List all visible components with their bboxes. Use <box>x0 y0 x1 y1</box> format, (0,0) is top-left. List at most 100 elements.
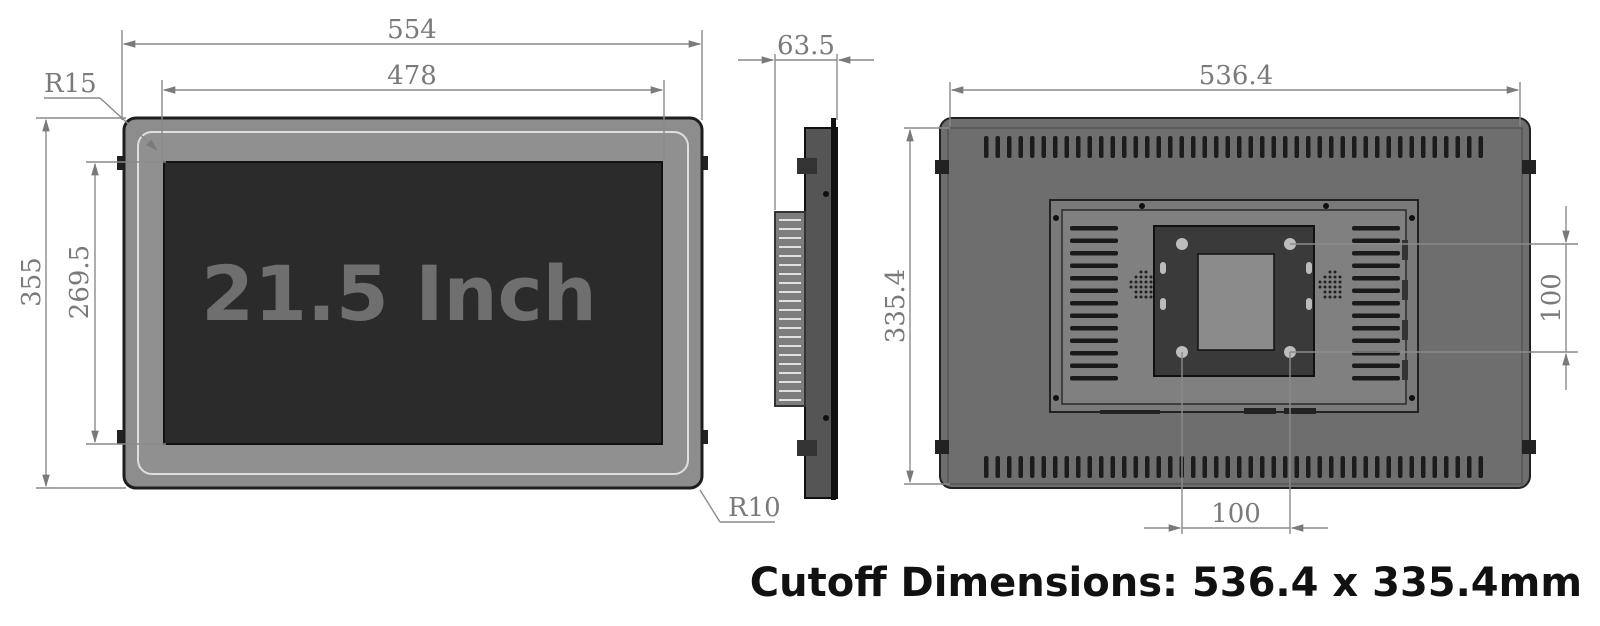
vent-slot <box>1260 456 1265 478</box>
vent-slot <box>995 456 1000 478</box>
vent-slot <box>1202 456 1207 478</box>
vent-slot <box>1041 456 1046 478</box>
vent-slot <box>1156 136 1161 158</box>
vent-slot <box>1467 456 1472 478</box>
vent-slot <box>1110 456 1115 478</box>
dim-radius-top: R15 <box>44 69 97 99</box>
speaker-hole <box>1328 295 1332 299</box>
vent-slot <box>1329 456 1334 478</box>
vent-slot <box>1122 136 1127 158</box>
vent-slot <box>1064 136 1069 158</box>
speaker-hole <box>1328 280 1332 284</box>
speaker-hole <box>1333 275 1337 279</box>
vent-slot <box>1283 136 1288 158</box>
box-slot <box>1352 288 1400 293</box>
vent-slot <box>1363 456 1368 478</box>
speaker-hole <box>1338 285 1342 289</box>
box-slot <box>1352 238 1400 243</box>
vent-slot <box>1225 136 1230 158</box>
speaker-hole <box>1333 270 1337 274</box>
box-slot <box>1070 376 1118 381</box>
dim-radius-bottom: R10 <box>728 493 781 523</box>
dim-width-screen: 478 <box>387 61 437 91</box>
vent-slot <box>1248 136 1253 158</box>
rear-vents-top <box>984 136 1483 158</box>
vent-slot <box>984 456 989 478</box>
box-slot <box>1070 276 1118 281</box>
speaker-hole <box>1139 275 1143 279</box>
speaker-hole <box>1328 285 1332 289</box>
speaker-hole <box>1134 275 1138 279</box>
vent-slot <box>1386 456 1391 478</box>
box-slot <box>1352 363 1400 368</box>
vent-slot <box>1421 136 1426 158</box>
vent-slot <box>1179 136 1184 158</box>
vent-slot <box>995 136 1000 158</box>
speaker-hole <box>1333 280 1337 284</box>
front-bracket-bl <box>117 430 125 444</box>
vent-slot <box>1306 136 1311 158</box>
speaker-hole <box>1139 280 1143 284</box>
vent-slot <box>1145 456 1150 478</box>
side-view <box>774 118 838 500</box>
speaker-hole <box>1328 275 1332 279</box>
vent-slot <box>1168 456 1173 478</box>
speaker-hole <box>1134 285 1138 289</box>
box-slot <box>1070 226 1118 231</box>
box-slot <box>1352 301 1400 306</box>
speaker-hole <box>1149 290 1153 294</box>
vent-slot <box>1156 456 1161 478</box>
vent-slot <box>1087 456 1092 478</box>
vent-slot <box>1363 136 1368 158</box>
speaker-hole <box>1323 295 1327 299</box>
dim-width-outer: 554 <box>387 15 437 45</box>
vent-slot <box>1294 456 1299 478</box>
speaker-hole <box>1144 285 1148 289</box>
speaker-hole <box>1139 270 1143 274</box>
vent-slot <box>1478 136 1483 158</box>
vent-slot <box>1007 456 1012 478</box>
box-slot <box>1070 288 1118 293</box>
vent-slot <box>1375 456 1380 478</box>
vent-slot <box>1007 136 1012 158</box>
cutoff-dimensions-text: Cutoff Dimensions: 536.4 x 335.4mm <box>750 560 1582 606</box>
speaker-hole <box>1323 280 1327 284</box>
vent-slot <box>1432 136 1437 158</box>
dim-depth: 63.5 <box>777 31 835 61</box>
front-screen <box>163 161 663 445</box>
box-slot <box>1352 276 1400 281</box>
vent-slot <box>1237 136 1242 158</box>
vent-slot <box>1283 456 1288 478</box>
vent-slot <box>984 136 989 158</box>
speaker-hole <box>1139 285 1143 289</box>
speaker-hole <box>1318 285 1322 289</box>
dim-rear-width: 536.4 <box>1199 61 1273 91</box>
speaker-hole <box>1328 290 1332 294</box>
screen-size-label: 21.5 Inch <box>201 249 597 338</box>
speaker-hole <box>1338 295 1342 299</box>
rear-bracket-bl <box>935 440 949 454</box>
box-slot <box>1352 313 1400 318</box>
vent-slot <box>1329 136 1334 158</box>
dim-height-outer: 355 <box>17 257 47 307</box>
speaker-hole <box>1134 290 1138 294</box>
vent-slot <box>1467 136 1472 158</box>
box-slot <box>1070 301 1118 306</box>
vent-slot <box>1191 456 1196 478</box>
box-slot <box>1070 251 1118 256</box>
vent-slot <box>1432 456 1437 478</box>
vent-slot <box>1237 456 1242 478</box>
vent-slot <box>1455 136 1460 158</box>
speaker-hole <box>1129 285 1133 289</box>
front-bracket-tr <box>700 156 708 170</box>
vent-slot <box>1133 456 1138 478</box>
dim-vesa-vertical: 100 <box>1537 273 1567 323</box>
speaker-hole <box>1134 280 1138 284</box>
speaker-hole <box>1338 280 1342 284</box>
rear-view <box>935 117 1536 489</box>
side-bracket-top <box>797 158 817 174</box>
front-dimensions: 554 478 355 269.5 R15 R10 <box>17 15 781 523</box>
box-slot <box>1070 238 1118 243</box>
speaker-hole <box>1134 295 1138 299</box>
box-slot <box>1070 338 1118 343</box>
